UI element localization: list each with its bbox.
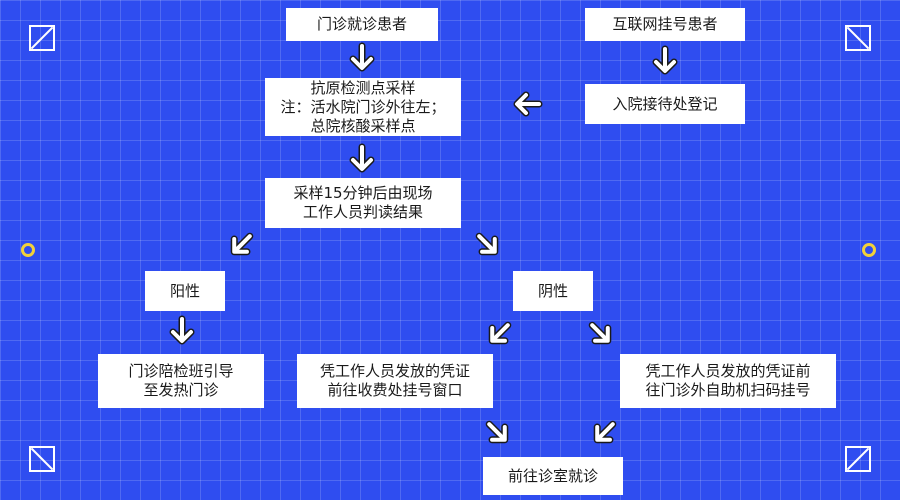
ring-mark-left — [21, 243, 35, 257]
arrow-kiosk-to-clinic — [593, 420, 617, 444]
node-text-line: 总院核酸采样点 — [310, 116, 416, 135]
node-admission-desk: 入院接待处登记 — [585, 84, 745, 124]
node-antigen-sampling: 抗原检测点采样注：活水院门诊外往左；总院核酸采样点 — [265, 78, 461, 136]
node-text-line: 前往诊室就诊 — [507, 466, 598, 485]
corner-mark-bottom-left — [29, 446, 55, 472]
node-text-line: 工作人员判读结果 — [302, 203, 423, 221]
node-text-line: 阴性 — [537, 281, 568, 300]
node-clinic: 前往诊室就诊 — [483, 457, 623, 495]
arrow-window-to-clinic — [485, 420, 509, 444]
node-text-line: 往门诊外自助机扫码挂号 — [645, 381, 811, 399]
corner-mark-bottom-right — [845, 446, 871, 472]
corner-mark-top-right — [845, 25, 871, 51]
node-text-line: 门诊就诊患者 — [316, 15, 407, 33]
node-text-line: 门诊陪检班引导 — [128, 362, 234, 380]
node-text-line: 抗原检测点采样 — [310, 78, 416, 97]
node-positive: 阳性 — [145, 271, 225, 311]
arrow-antigen-to-wait — [349, 143, 375, 173]
node-self-service-kiosk: 凭工作人员发放的凭证前往门诊外自助机扫码挂号 — [620, 354, 836, 408]
node-text-line: 前往收费处挂号窗口 — [327, 381, 463, 399]
node-outpatient: 门诊就诊患者 — [286, 8, 438, 41]
node-text-line: 互联网挂号患者 — [612, 15, 718, 33]
ring-mark-right — [862, 243, 876, 257]
node-text-line: 至发热门诊 — [143, 381, 219, 399]
arrow-admission-to-antigen — [513, 91, 543, 117]
node-text-line: 采样15分钟后由现场 — [293, 184, 433, 202]
node-text-line: 凭工作人员发放的凭证 — [319, 362, 470, 380]
arrow-online-to-admission — [652, 45, 678, 75]
arrow-outpatient-to-antigen — [349, 42, 375, 72]
node-text-line: 注：活水院门诊外往左； — [280, 97, 446, 116]
node-negative: 阴性 — [513, 271, 593, 311]
node-text-line: 入院接待处登记 — [612, 94, 718, 113]
node-online-registration: 互联网挂号患者 — [585, 8, 745, 41]
node-text-line: 凭工作人员发放的凭证前 — [645, 362, 811, 380]
node-fever-clinic: 门诊陪检班引导至发热门诊 — [98, 354, 264, 408]
node-text-line: 阳性 — [169, 281, 200, 300]
arrow-wait-to-positive — [230, 232, 254, 256]
arrow-positive-to-fever — [169, 315, 195, 345]
arrow-negative-to-kiosk — [588, 321, 612, 345]
arrow-negative-to-window — [488, 321, 512, 345]
corner-mark-top-left — [29, 25, 55, 51]
node-registration-window: 凭工作人员发放的凭证前往收费处挂号窗口 — [297, 354, 493, 408]
node-wait-result: 采样15分钟后由现场工作人员判读结果 — [265, 178, 461, 228]
arrow-wait-to-negative — [475, 232, 499, 256]
